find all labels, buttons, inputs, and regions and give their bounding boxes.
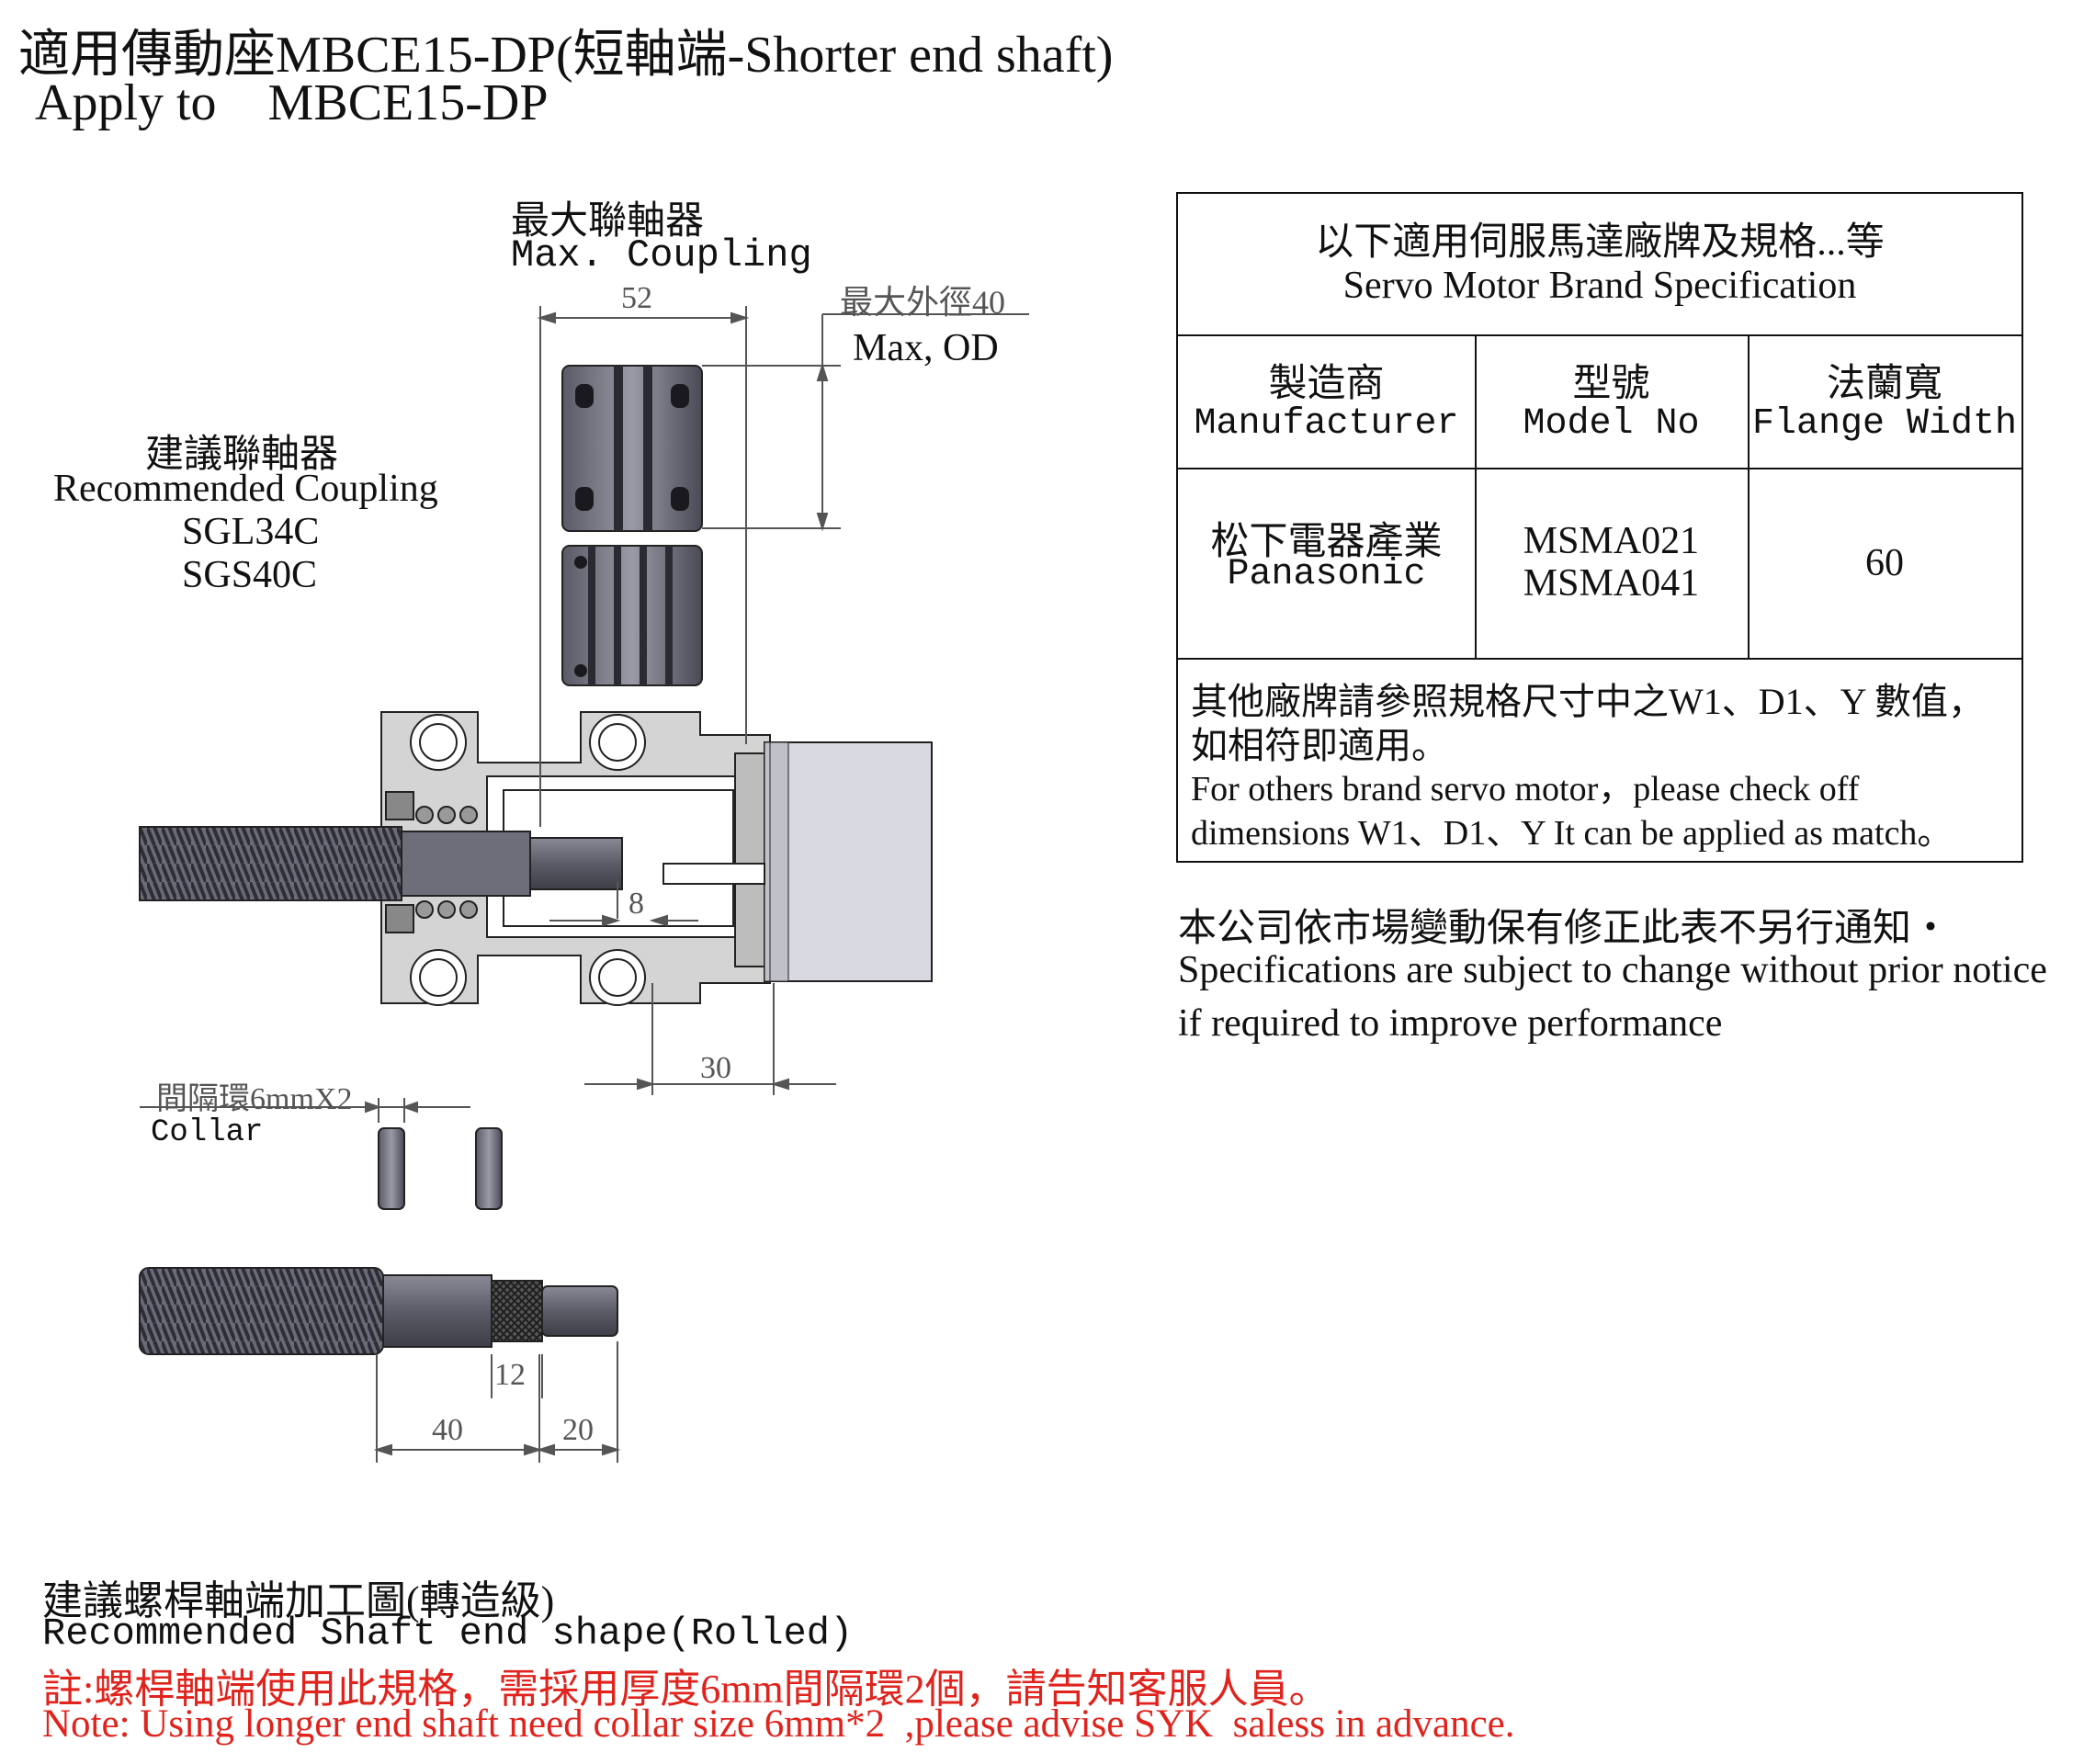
page-title: 適用傳動座MBCE15-DP(短軸端-Shorter end shaft) [18, 27, 1114, 84]
page-subtitle: Apply to MBCE15-DP [35, 74, 549, 131]
spec-table: 以下適用伺服馬達廠牌及規格...等 Servo Motor Brand Spec… [1176, 192, 2023, 863]
spec-note-cn-2: 如相符即適用。 [1191, 725, 1448, 766]
recommended-coupling-label-en: Recommended Coupling [53, 468, 438, 510]
dim-motor-offset: 30 [700, 1051, 731, 1085]
max-od-label-cn: 最大外徑40 [840, 284, 1006, 321]
row-model-1: MSMA021 [1523, 520, 1700, 562]
header-maker-en: Manufacturer [1194, 403, 1459, 445]
footer-note-cn: 註:螺桿軸端使用此規格，需採用厚度6mm間隔環2個，請告知客服人員。 [42, 1667, 1330, 1712]
collar-label-cn: 間隔環6mmX2 [156, 1082, 353, 1116]
header-model-cn: 型號 [1572, 363, 1650, 405]
row-maker-en: Panasonic [1227, 554, 1426, 595]
ball-screw-shaft [139, 826, 623, 901]
recommended-coupling-label-cn: 建議聯軸器 [145, 434, 339, 476]
collar-label-en: Collar [151, 1115, 264, 1150]
row-flange: 60 [1865, 542, 1904, 584]
coupling-model-2: SGS40C [182, 554, 318, 596]
row-maker-cn: 松下電器產業 [1210, 521, 1443, 563]
header-flange-en: Flange Width [1751, 403, 2018, 445]
collars [378, 1127, 503, 1210]
notice-cn: 本公司依市場變動保有修正此表不另行通知・ [1178, 908, 1951, 950]
dim-shaft-a: 40 [432, 1413, 463, 1447]
spec-note-en-2: dimensions W1、D1、Y It can be applied as … [1191, 814, 1953, 853]
dim-coupling-length: 52 [621, 281, 652, 315]
row-model-2: MSMA041 [1523, 562, 1700, 605]
spec-note-cn-1: 其他廠牌請參照規格尺寸中之W1、D1、Y 數值， [1191, 681, 1986, 722]
max-coupling-label-en: Max. Coupling [511, 233, 812, 277]
footer-rec-cn: 建議螺桿軸端加工圖(轉造級) [42, 1578, 555, 1623]
header-flange-cn: 法蘭寬 [1826, 363, 1942, 405]
servo-motor [662, 741, 933, 982]
footer-note-en: Note: Using longer end shaft need collar… [42, 1702, 1515, 1746]
max-coupling [561, 365, 703, 532]
spec-note-en-1: For others brand servo motor，please chec… [1191, 770, 1860, 808]
max-coupling-label-cn: 最大聯軸器 [511, 200, 705, 243]
notice-en-1: Specifications are subject to change wit… [1178, 949, 2047, 991]
dimension-lines [140, 306, 1029, 1463]
dim-shaft-step: 8 [628, 887, 644, 921]
dim-shaft-b: 20 [562, 1413, 594, 1447]
spec-title-en: Servo Motor Brand Specification [1342, 265, 1857, 307]
max-od-label-en: Max, OD [853, 327, 999, 369]
header-maker-cn: 製造商 [1268, 363, 1385, 405]
spec-title-cn: 以下適用伺服馬達廠牌及規格...等 [1315, 221, 1885, 264]
notice-en-2: if required to improve performance [1178, 1002, 1723, 1045]
header-model-en: Model No [1523, 403, 1700, 445]
coupling-model-1: SGL34C [182, 511, 320, 553]
recommended-coupling [561, 545, 703, 686]
footer-rec-en: Recommended Shaft end shape(Rolled) [42, 1611, 854, 1656]
dim-thread-len: 12 [494, 1358, 526, 1392]
recommended-shaft-end [139, 1267, 618, 1355]
